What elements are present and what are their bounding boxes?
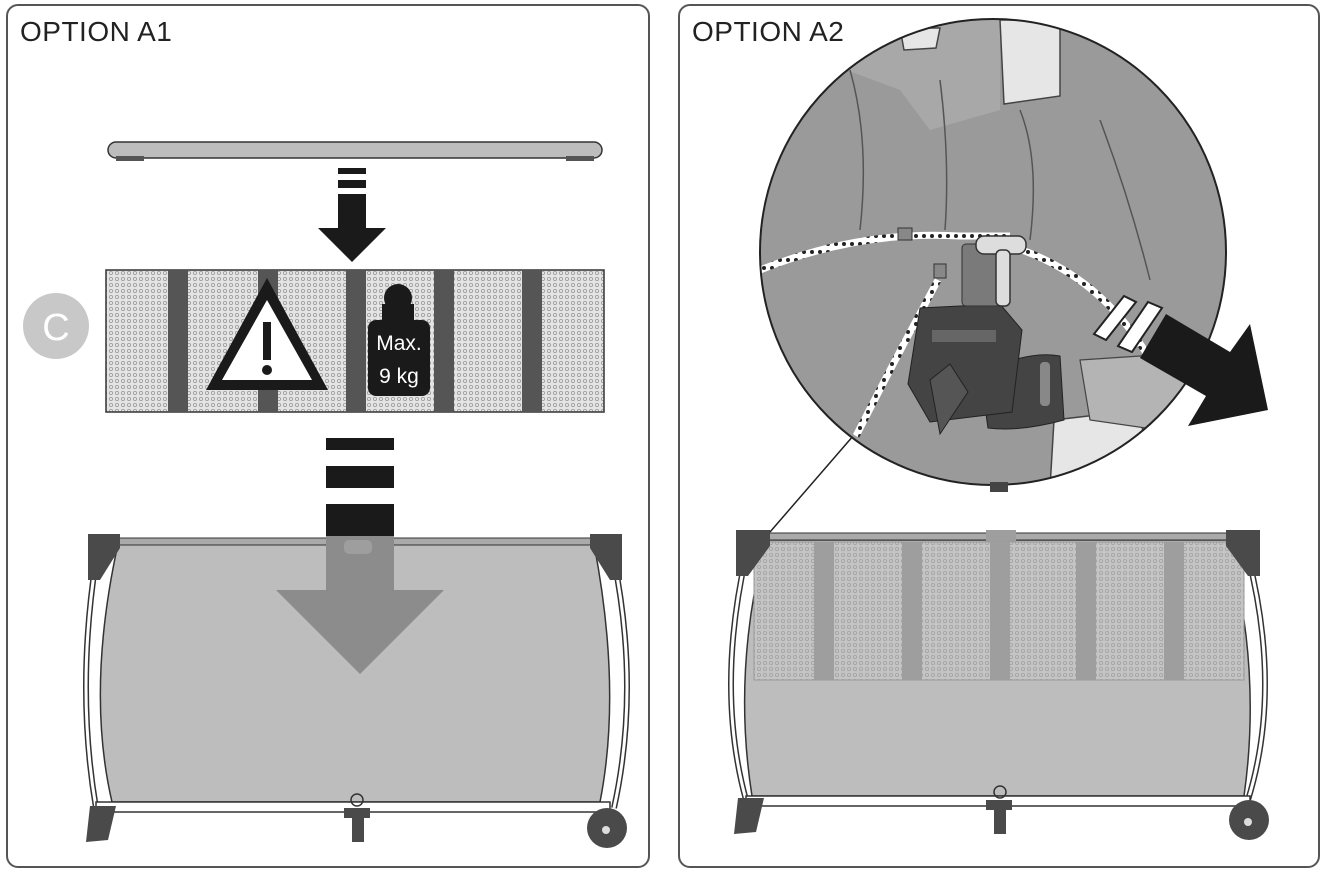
step-c-badge-icon: C [23,293,89,359]
panel-title: OPTION A2 [692,16,845,47]
a1-board [107,141,603,161]
weight-label-line2: 9 kg [379,365,419,388]
weight-icon: Max. 9 kg [368,284,430,396]
down-arrow-icon [318,168,386,262]
a1-mattress [105,269,605,413]
a2-cot [728,427,1269,840]
pull-arrow-icon [1092,294,1268,426]
weight-label-line1: Max. [376,332,422,355]
zoom-detail-circle [759,18,1227,492]
down-arrow-icon [276,438,444,674]
panel-title: OPTION A1 [20,16,173,47]
a1-cot [83,534,630,848]
warning-triangle-icon [206,278,328,390]
step-letter: C [42,307,69,349]
